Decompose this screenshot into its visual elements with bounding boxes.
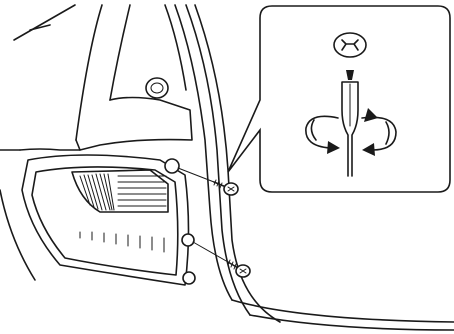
lower-screw [193,242,250,277]
upper-screw-hole [165,159,179,173]
reflector-hatching [80,174,166,210]
rear-lamp-assembly [22,155,195,285]
lamp-boss [183,272,195,284]
body-plug [146,78,168,98]
tool-callout [228,6,450,192]
lower-screw-hole [182,234,194,246]
lens-texture [80,232,164,252]
